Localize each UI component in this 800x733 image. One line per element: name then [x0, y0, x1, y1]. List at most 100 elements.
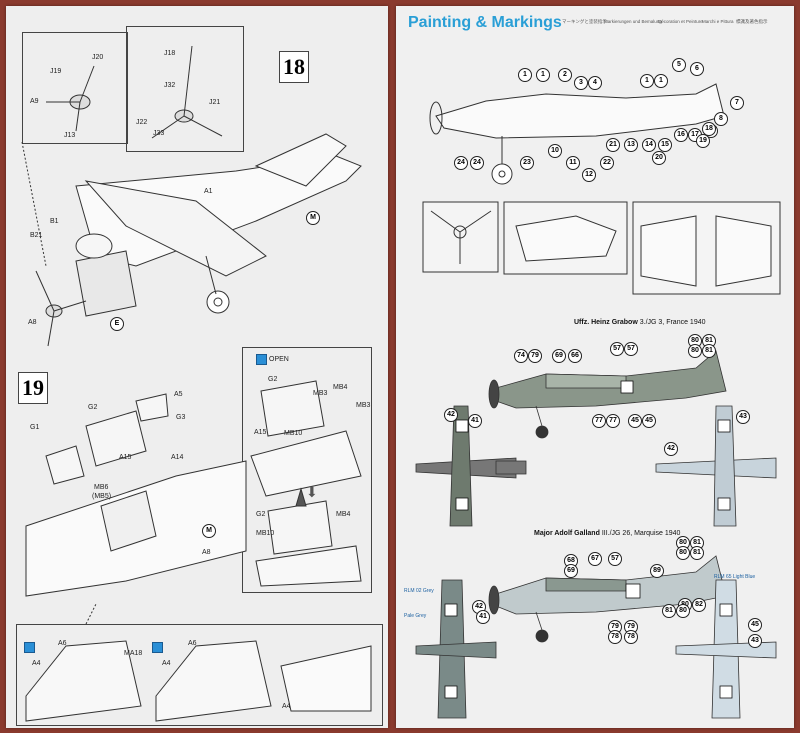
part-label: MB10: [256, 530, 275, 537]
part-label: J21: [209, 99, 221, 106]
callout-number: 81: [690, 546, 704, 560]
callout-number: 1: [536, 68, 550, 82]
callout-number: 24: [470, 156, 484, 170]
part-label: A5: [174, 391, 183, 398]
part-label: MB6: [94, 484, 109, 491]
callout-number: 11: [566, 156, 580, 170]
part-label: B21: [30, 232, 43, 239]
callout-number: 81: [662, 604, 676, 618]
part-label: A8: [202, 549, 211, 556]
callout-number: 24: [454, 156, 468, 170]
step18-propeller-inset-b: [126, 26, 244, 152]
glue-icon: [152, 642, 163, 653]
part-label: J19: [50, 68, 62, 75]
callout-number: 23: [520, 156, 534, 170]
color-tag-rlm65: RLM 65 Light Blue: [714, 574, 756, 580]
part-label: J18: [164, 50, 176, 57]
callout-number: 22: [600, 156, 614, 170]
step18-propeller-inset-a: [22, 32, 128, 144]
callout-number: 79: [528, 349, 542, 363]
callout-number: 10: [548, 144, 562, 158]
part-label: A4: [162, 660, 171, 667]
callout-number: 82: [692, 598, 706, 612]
part-label: G2: [88, 404, 98, 411]
part-label: MB4: [336, 511, 351, 518]
part-label: G2: [268, 376, 278, 383]
color-tag-pale-grey: Pale Grey: [404, 613, 427, 619]
callout-number: 57: [610, 342, 624, 356]
profile1-pilot: Uffz. Heinz Grabow: [574, 319, 638, 326]
callout-number: 14: [642, 138, 656, 152]
callout-number: 3: [574, 76, 588, 90]
callout-number: 66: [568, 349, 582, 363]
page-title: Painting & Markings: [408, 14, 562, 31]
part-label: A6: [188, 640, 197, 647]
callout-number: 42: [664, 442, 678, 456]
callout-number: 15: [658, 138, 672, 152]
part-label: J13: [64, 132, 76, 139]
color-tag-rlm02: RLM 02 Grey: [404, 588, 434, 594]
callout-number: 12: [582, 168, 596, 182]
profile2-header: Major Adolf Galland III./JG 26, Marquise…: [534, 530, 680, 537]
part-label: J33: [153, 130, 165, 137]
callout-number: 45: [748, 618, 762, 632]
part-label: A14: [171, 454, 184, 461]
callout-number: 4: [588, 76, 602, 90]
subtitle: マーキングと塗装指示: [562, 19, 607, 24]
part-label: G1: [30, 424, 40, 431]
part-label: MA18: [124, 650, 143, 657]
callout-number: 8: [714, 112, 728, 126]
open-icon: [256, 354, 267, 365]
step19b-panel: [16, 624, 383, 726]
part-label: G3: [176, 414, 186, 421]
callout-number: 80: [676, 546, 690, 560]
assembly-mark-m: M: [202, 524, 216, 538]
callout-number: 57: [624, 342, 638, 356]
callout-number: 6: [690, 62, 704, 76]
part-label: A1: [204, 188, 213, 195]
callout-number: 45: [642, 414, 656, 428]
callout-number: 43: [748, 634, 762, 648]
step-number-19: 19: [18, 372, 48, 404]
part-label: A15: [119, 454, 132, 461]
part-label: A15: [254, 429, 267, 436]
callout-number: 18: [702, 122, 716, 136]
callout-number: 1: [518, 68, 532, 82]
callout-number: 5: [672, 58, 686, 72]
callout-number: 89: [650, 564, 664, 578]
callout-number: 80: [688, 344, 702, 358]
callout-number: 2: [558, 68, 572, 82]
part-label: MB3: [356, 402, 371, 409]
painting-markings-page: Painting & Markings マーキングと塗装指示 Markierun…: [396, 6, 794, 728]
part-label: MB3: [313, 390, 328, 397]
callout-number: 57: [608, 552, 622, 566]
subtitle: Décoration et Peinture: [658, 19, 703, 24]
callout-number: 78: [624, 630, 638, 644]
profile1-unit: 3./JG 3, France 1940: [639, 319, 706, 326]
callout-number: 45: [628, 414, 642, 428]
profile1-header: Uffz. Heinz Grabow 3./JG 3, France 1940: [574, 319, 706, 326]
callout-number: 20: [652, 151, 666, 165]
profile2-unit: III./JG 26, Marquise 1940: [601, 530, 681, 537]
part-label: J32: [164, 82, 176, 89]
part-label: A4: [282, 703, 291, 710]
part-label: MB10: [284, 430, 303, 437]
assembly-mark-m: M: [306, 211, 320, 225]
callout-number: 16: [674, 128, 688, 142]
part-label: A6: [58, 640, 67, 647]
part-label: G2: [256, 511, 266, 518]
callout-number: 77: [606, 414, 620, 428]
part-label: A8: [28, 319, 37, 326]
callout-number: 74: [514, 349, 528, 363]
assembly-mark-e: E: [110, 317, 124, 331]
step-number-18: 18: [279, 51, 309, 83]
callout-number: 43: [736, 410, 750, 424]
down-arrow-icon: ⬇: [306, 484, 318, 500]
part-label: J20: [92, 54, 104, 61]
markings-line-art: [415, 83, 781, 719]
callout-number: 80: [676, 604, 690, 618]
assembly-line-art: [21, 45, 372, 722]
assembly-instructions-page: 18 19: [6, 6, 388, 728]
callout-number: 21: [606, 138, 620, 152]
glue-icon: [24, 642, 35, 653]
